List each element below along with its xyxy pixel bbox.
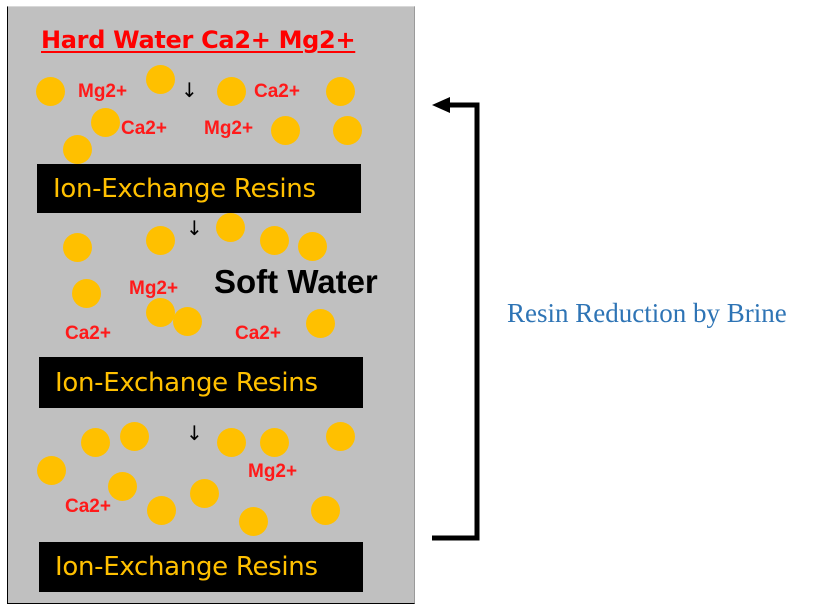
- resin-bead: [36, 77, 65, 106]
- resin-bead: [216, 213, 245, 242]
- ion-label-mg: Mg2+: [204, 118, 254, 139]
- resin-bead: [146, 226, 175, 255]
- down-arrow-icon: ↓: [186, 421, 203, 445]
- soft-water-label: Soft Water: [214, 263, 378, 300]
- resin-bead: [326, 77, 355, 106]
- resin-bead: [306, 309, 335, 338]
- ion-label-mg: Mg2+: [248, 461, 298, 482]
- resin-bead: [120, 422, 149, 451]
- regeneration-bracket: [432, 97, 480, 541]
- resin-layer: Ion-Exchange Resins: [39, 357, 363, 408]
- resin-bead: [146, 298, 175, 327]
- resin-bead: [63, 233, 92, 262]
- ion-label-ca: Ca2+: [65, 323, 111, 344]
- resin-bead: [81, 428, 110, 457]
- resin-reduction-label: Resin Reduction by Brine: [507, 298, 787, 328]
- resin-bead: [63, 135, 92, 164]
- resin-bead: [311, 496, 340, 525]
- resin-bead: [260, 428, 289, 457]
- resin-layer: Ion-Exchange Resins: [39, 542, 363, 592]
- left-arrow-icon: [432, 97, 450, 113]
- ion-label-ca: Ca2+: [235, 323, 281, 344]
- resin-bead: [72, 279, 101, 308]
- resin-bead: [173, 307, 202, 336]
- resin-bead: [260, 226, 289, 255]
- ion-label-ca: Ca2+: [121, 118, 167, 139]
- resin-bead: [108, 472, 137, 501]
- resin-bead: [190, 479, 219, 508]
- resin-bead: [239, 507, 268, 536]
- resin-bead: [37, 456, 66, 485]
- resin-layer: Ion-Exchange Resins: [37, 164, 361, 213]
- down-arrow-icon: ↓: [186, 216, 203, 240]
- resin-bead: [217, 428, 246, 457]
- resin-bead: [147, 496, 176, 525]
- bracket-line: [432, 102, 480, 541]
- ion-label-mg: Mg2+: [78, 81, 128, 102]
- down-arrow-icon: ↓: [181, 78, 198, 102]
- resin-bead: [298, 232, 327, 261]
- diagram-title: Hard Water Ca2+ Mg2+: [41, 26, 356, 54]
- ion-label-ca: Ca2+: [254, 81, 300, 102]
- ion-label-ca: Ca2+: [65, 496, 111, 517]
- resin-bead: [91, 108, 120, 137]
- ion-label-mg: Mg2+: [129, 278, 179, 299]
- resin-bead: [146, 65, 175, 94]
- resin-bead: [333, 116, 362, 145]
- resin-bead: [326, 422, 355, 451]
- resin-bead: [217, 77, 246, 106]
- resin-bead: [271, 116, 300, 145]
